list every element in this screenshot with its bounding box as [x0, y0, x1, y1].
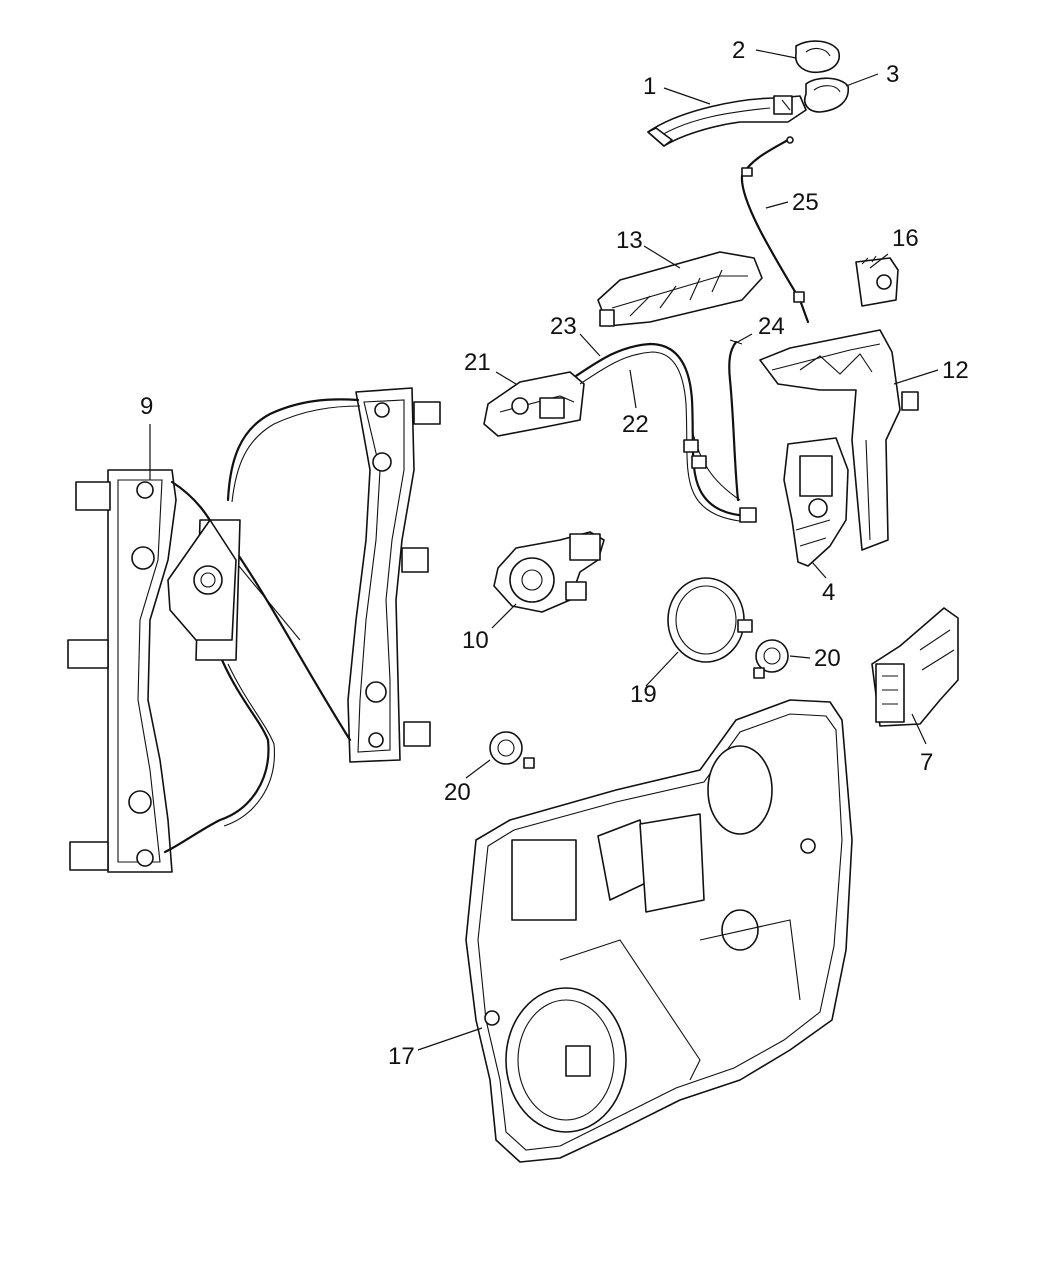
part-9-window-regulator — [67, 387, 441, 873]
part-1-outside-handle — [647, 95, 807, 147]
callout-7: 7 — [920, 749, 933, 776]
callout-19: 19 — [630, 681, 657, 708]
part-19-cover — [667, 577, 753, 663]
part-21-latch — [483, 371, 585, 437]
callout-12: 12 — [942, 357, 969, 384]
part-24-rod — [728, 339, 743, 502]
callout-23: 23 — [550, 313, 577, 340]
part-20-plug-right — [753, 639, 789, 679]
callout-24: 24 — [758, 313, 785, 340]
callout-10: 10 — [462, 627, 489, 654]
callout-21: 21 — [464, 349, 491, 376]
callout-17: 17 — [388, 1043, 415, 1070]
part-17-door-panel — [465, 699, 853, 1163]
part-2-handle-cap — [795, 40, 840, 74]
callout-2: 2 — [732, 37, 745, 64]
callout-22: 22 — [622, 411, 649, 438]
callout-25: 25 — [792, 189, 819, 216]
callout-16: 16 — [892, 225, 919, 252]
part-20-plug-left — [489, 731, 535, 769]
part-3-handle-bezel — [804, 77, 849, 113]
callout-4: 4 — [822, 579, 835, 606]
part-22-23-cables — [574, 342, 757, 523]
part-7-module — [871, 607, 959, 727]
leader-lines — [149, 49, 939, 1051]
part-10-window-motor — [493, 531, 605, 613]
callout-20-right: 20 — [814, 645, 841, 672]
callout-20-left: 20 — [444, 779, 471, 806]
callout-labels: 1 2 3 4 7 9 10 12 13 16 17 19 20 20 21 2… — [140, 37, 969, 1070]
callout-9: 9 — [140, 393, 153, 420]
part-16-cap — [855, 255, 899, 307]
part-13-handle-bracket — [597, 251, 763, 327]
part-4-latch-module — [783, 437, 849, 567]
callout-13: 13 — [616, 227, 643, 254]
callout-1: 1 — [643, 73, 656, 100]
callout-3: 3 — [886, 61, 899, 88]
part-12-bracket — [759, 329, 919, 551]
part-25-cable — [740, 136, 810, 324]
